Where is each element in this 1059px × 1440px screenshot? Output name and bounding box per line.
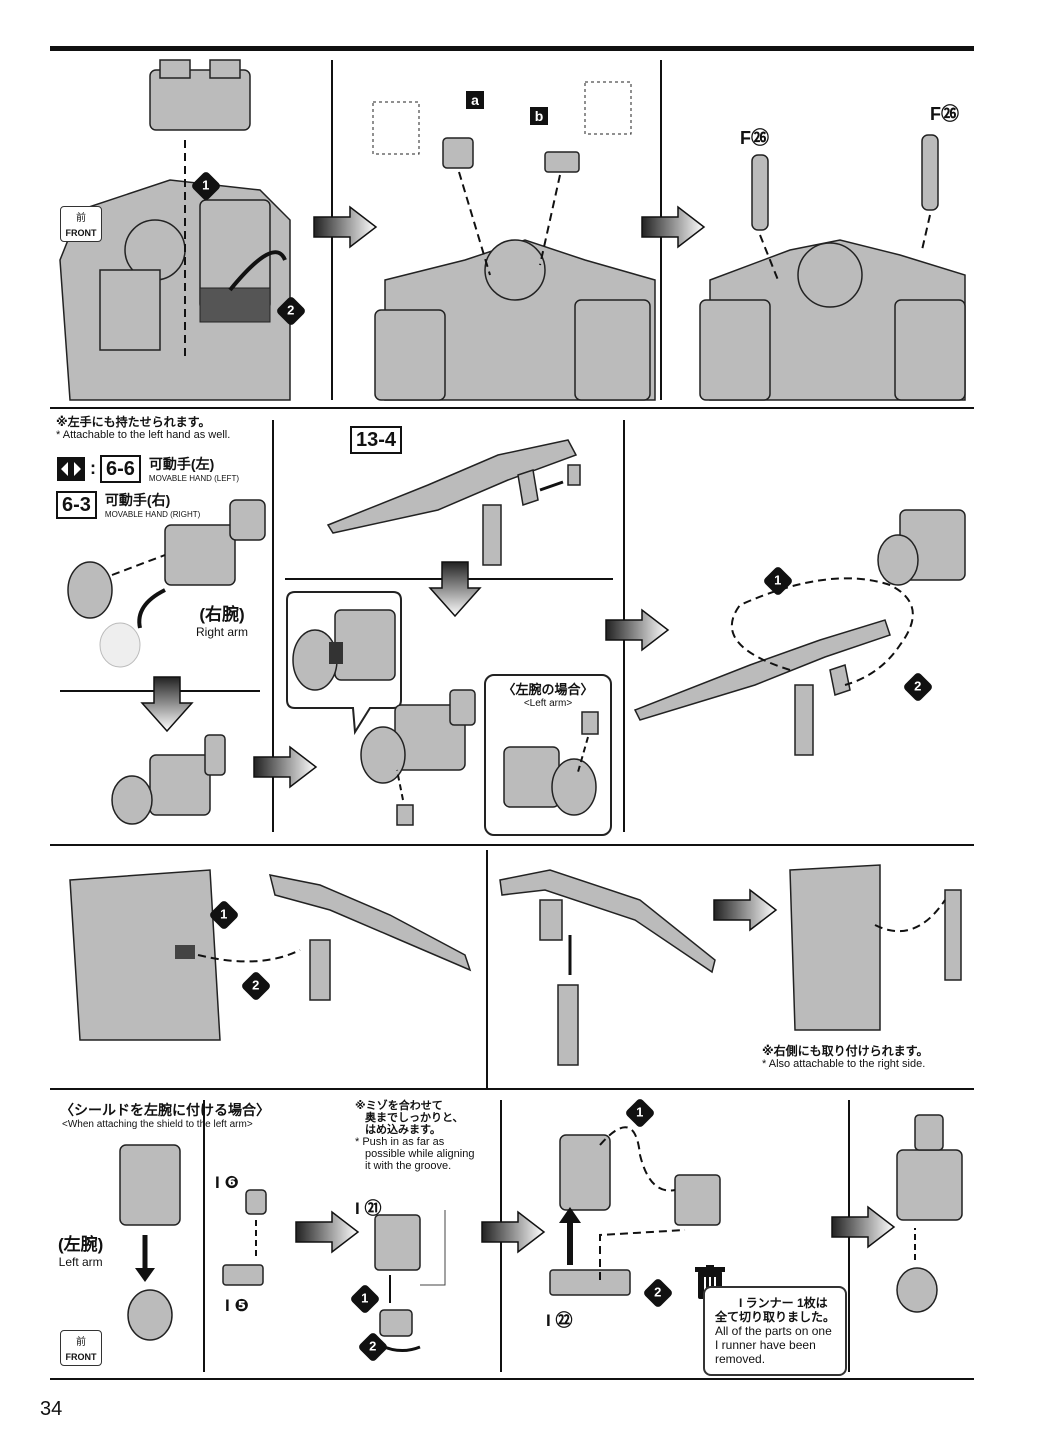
top-rule xyxy=(50,46,974,51)
torso-f26-illustration xyxy=(699,134,966,401)
hand-right-num: 6-3 xyxy=(56,490,97,519)
groove-note-en2: possible while aligning xyxy=(365,1148,475,1160)
hand-right-en: MOVABLE HAND (RIGHT) xyxy=(104,510,201,519)
front-badge-jp: 前 xyxy=(76,1337,86,1348)
right-arm-label: (右腕) Right arm xyxy=(196,600,248,639)
divider-r3-a xyxy=(486,850,488,1088)
groove-note-en3: it with the groove. xyxy=(365,1160,452,1172)
right-arm-hand-swap-illustration xyxy=(67,499,266,668)
divider-r4-a xyxy=(203,1100,205,1372)
part-i21-label: I ㉑ xyxy=(355,1199,382,1218)
front-badge-en: FRONT xyxy=(65,228,97,238)
page-number: 34 xyxy=(40,1398,63,1420)
left-hand-note-jp: ※左手にも持たせられます。 xyxy=(56,415,211,429)
callout-b: b xyxy=(530,107,548,125)
hand-left-en: MOVABLE HAND (LEFT) xyxy=(148,474,239,483)
next-arrow xyxy=(253,745,318,789)
left-arm-case-jp: 〈左腕の場合〉 xyxy=(502,682,594,697)
weapon-part-num: 13-4 xyxy=(350,426,403,454)
left-arm-label: (左腕) Left arm xyxy=(58,1230,103,1269)
right-side-note-en: * Also attachable to the right side. xyxy=(762,1058,926,1070)
right-hand-grip-illustration xyxy=(360,689,476,826)
divider-row2 xyxy=(50,844,974,846)
left-hand-note: ※左手にも持たせられます。 * Attachable to the left h… xyxy=(56,416,230,442)
groove-note-jp2: 奥までしっかりと、 xyxy=(365,1112,464,1124)
part-f26-label: F㉖ xyxy=(930,104,959,124)
divider-row1 xyxy=(50,407,974,409)
left-arm-case-en: <Left arm> xyxy=(523,698,573,709)
torso-parts-ab-illustration xyxy=(372,81,656,401)
shield-mount-assembly-illustration xyxy=(549,1126,721,1296)
shield-mount-on-arm-illustration xyxy=(896,1114,963,1313)
left-hand-grip-illustration xyxy=(503,711,599,816)
groove-note-jp3: はめ込みます。 xyxy=(365,1124,441,1136)
swap-icon xyxy=(57,456,85,481)
next-arrow xyxy=(313,205,378,249)
shield-heading-jp: 〈シールドを左腕に付ける場合〉 xyxy=(60,1102,270,1118)
part-f26-label: F㉖ xyxy=(740,128,769,148)
shield-heading-en: <When attaching the shield to the left a… xyxy=(62,1119,253,1130)
next-arrow xyxy=(605,608,670,652)
down-arrow xyxy=(140,676,194,733)
part-i6-label: I ❻ xyxy=(215,1173,239,1192)
right-side-note-jp: ※右側にも取り付けられます。 xyxy=(762,1044,929,1058)
next-arrow xyxy=(641,205,706,249)
bottom-rule xyxy=(50,1378,974,1380)
hand-attached-illustration xyxy=(111,734,226,825)
front-badge-en: FRONT xyxy=(65,1352,97,1362)
right-arm-en: Right arm xyxy=(196,625,249,639)
left-arm-case-box: 〈左腕の場合〉 <Left arm> xyxy=(484,674,612,836)
rifle-illustration xyxy=(326,439,581,566)
torso-backpack-illustration xyxy=(59,59,291,401)
groove-note: ※ミゾを合わせて 奥までしっかりと、 はめ込みます。 * Push in as … xyxy=(355,1100,474,1172)
left-arm-en: Left arm xyxy=(58,1255,103,1269)
runner-note-en2: I runner have been xyxy=(715,1338,816,1352)
left-arm-shield-illustration xyxy=(119,1144,181,1341)
runner-removed-note: I ランナー 1枚は 全て切り取りました。 All of the parts o… xyxy=(703,1286,847,1376)
runner-note-en1: All of the parts on one xyxy=(715,1324,832,1338)
hand-left-num: 6-6 xyxy=(100,454,141,483)
runner-note-jp1: I ランナー 1枚は xyxy=(739,1296,828,1310)
front-badge-jp: 前 xyxy=(76,213,86,224)
i6-i5-assembly-illustration xyxy=(222,1189,267,1286)
next-arrow xyxy=(295,1210,360,1254)
waist-rifle-mount-illustration xyxy=(69,869,472,1041)
part-i5-label: I ❺ xyxy=(225,1296,249,1315)
left-arm-jp: (左腕) xyxy=(58,1235,104,1254)
next-arrow xyxy=(713,888,778,932)
rifle-to-hand-illustration xyxy=(633,509,966,756)
hand-right-jp: 可動手(右) xyxy=(104,492,171,508)
part-i22-label: I ㉒ xyxy=(546,1311,573,1330)
left-hand-note-en: * Attachable to the left hand as well. xyxy=(56,429,231,441)
callout-a: a xyxy=(466,91,484,109)
groove-note-jp1: ※ミゾを合わせて xyxy=(355,1100,443,1112)
i21-assembly-illustration xyxy=(374,1210,446,1352)
next-arrow xyxy=(831,1205,896,1249)
down-arrow xyxy=(428,561,482,618)
hand-right-spec: 6-3 可動手(右) MOVABLE HAND (RIGHT) xyxy=(56,490,200,519)
rifle-magazine-illustration xyxy=(499,869,716,1066)
next-arrow xyxy=(481,1210,546,1254)
hand-grip-closeup-bubble xyxy=(286,591,402,736)
waist-magazine-mount-illustration xyxy=(789,864,962,1031)
runner-note-jp2: 全て切り取りました。 xyxy=(715,1310,836,1324)
front-badge: 前 FRONT xyxy=(60,206,102,242)
groove-note-en1: * Push in as far as xyxy=(355,1136,445,1148)
right-arm-jp: (右腕) xyxy=(199,605,245,624)
runner-note-en3: removed. xyxy=(715,1352,766,1366)
divider-r2-a xyxy=(272,420,274,832)
front-badge: 前 FRONT xyxy=(60,1330,102,1366)
divider-row3 xyxy=(50,1088,974,1090)
hand-left-jp: 可動手(左) xyxy=(148,456,215,472)
right-side-note: ※右側にも取り付けられます。 * Also attachable to the … xyxy=(762,1045,928,1071)
hand-left-spec: : 6-6 可動手(左) MOVABLE HAND (LEFT) xyxy=(56,454,239,483)
